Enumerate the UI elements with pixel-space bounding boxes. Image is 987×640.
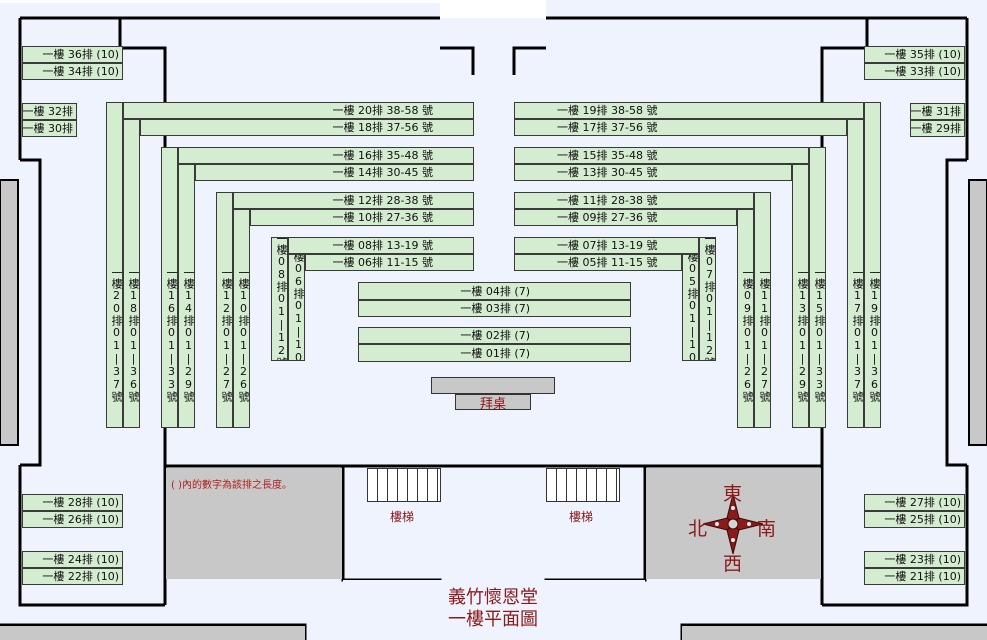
stairs-right [546, 468, 620, 502]
row-25[interactable]: 一樓 25排 (10) [864, 511, 965, 528]
stairs-right-label: 樓梯 [569, 510, 594, 524]
row-20[interactable]: 一樓 20排 38-58 號 [123, 102, 474, 119]
col-07[interactable]: 一樓07排01|12號 [699, 237, 716, 361]
compass-south: 南 [757, 518, 777, 540]
col-20[interactable]: 一樓20排01|37號 [106, 102, 123, 428]
col-09[interactable]: 一樓09排01|26號 [737, 209, 754, 428]
row-08[interactable]: 一樓 08排 13-19 號 [288, 237, 474, 254]
row-15[interactable]: 一樓 15排 35-48 號 [514, 147, 809, 164]
row-34[interactable]: 一樓 34排 (10) [22, 63, 123, 80]
col-16[interactable]: 一樓16排01|33號 [161, 147, 178, 428]
floor-name: 一樓平面圖 [448, 609, 538, 630]
row-14[interactable]: 一樓 14排 30-45 號 [195, 164, 474, 181]
col-11[interactable]: 一樓11排01|27號 [754, 192, 771, 428]
row-35[interactable]: 一樓 35排 (10) [864, 46, 965, 63]
hall-name: 義竹懷恩堂 [448, 587, 538, 608]
row-07[interactable]: 一樓 07排 13-19 號 [514, 237, 699, 254]
compass-east: 東 [723, 483, 743, 505]
col-05[interactable]: 一樓05排01|10號 [682, 254, 699, 361]
legend-note: ( )內的數字為該排之長度。 [171, 480, 292, 491]
row-09[interactable]: 一樓 09排 27-36 號 [514, 209, 737, 226]
stairs-left-label: 樓梯 [390, 510, 415, 524]
row-16[interactable]: 一樓 16排 35-48 號 [178, 147, 474, 164]
row-28[interactable]: 一樓 28排 (10) [22, 494, 123, 511]
col-14[interactable]: 一樓14排01|29號 [178, 164, 195, 428]
row-01[interactable]: 一樓 01排 (7) [358, 344, 631, 362]
row-23[interactable]: 一樓 23排 (10) [864, 551, 965, 568]
row-33[interactable]: 一樓 33排 (10) [864, 63, 965, 80]
row-03[interactable]: 一樓 03排 (7) [358, 300, 631, 317]
row-29[interactable]: 一樓 29排 [910, 120, 965, 137]
stairs-left [367, 468, 441, 502]
col-15[interactable]: 一樓15排01|33號 [809, 147, 826, 428]
col-12[interactable]: 一樓12排01|27號 [216, 192, 233, 428]
altar-table [431, 377, 555, 394]
col-10[interactable]: 一樓10排01|26號 [233, 209, 250, 428]
row-06[interactable]: 一樓 06排 11-15 號 [305, 254, 474, 271]
row-21[interactable]: 一樓 21排 (10) [864, 568, 965, 585]
row-32[interactable]: 一樓 32排 [22, 103, 77, 120]
row-26[interactable]: 一樓 26排 (10) [22, 511, 123, 528]
col-18[interactable]: 一樓18排01|36號 [123, 119, 140, 428]
row-05[interactable]: 一樓 05排 11-15 號 [514, 254, 682, 271]
row-19[interactable]: 一樓 19排 38-58 號 [514, 102, 864, 119]
compass-west: 西 [723, 553, 743, 575]
compass-north: 北 [688, 518, 708, 540]
row-17[interactable]: 一樓 17排 37-56 號 [514, 119, 847, 136]
compass-icon [703, 494, 763, 554]
col-17[interactable]: 一樓17排01|37號 [847, 119, 864, 428]
row-27[interactable]: 一樓 27排 (10) [864, 494, 965, 511]
col-19[interactable]: 一樓19排01|36號 [864, 102, 881, 428]
row-22[interactable]: 一樓 22排 (10) [22, 568, 123, 585]
row-12[interactable]: 一樓 12排 28-38 號 [233, 192, 474, 209]
col-13[interactable]: 一樓13排01|29號 [792, 164, 809, 428]
row-31[interactable]: 一樓 31排 [910, 103, 965, 120]
row-24[interactable]: 一樓 24排 (10) [22, 551, 123, 568]
row-10[interactable]: 一樓 10排 27-36 號 [250, 209, 474, 226]
altar-label: 拜桌 [455, 394, 531, 412]
row-18[interactable]: 一樓 18排 37-56 號 [140, 119, 474, 136]
col-06[interactable]: 一樓06排01|10號 [288, 254, 305, 361]
col-08[interactable]: 一樓08排01|12號 [271, 237, 288, 361]
row-30[interactable]: 一樓 30排 [22, 120, 77, 137]
row-04[interactable]: 一樓 04排 (7) [358, 282, 631, 300]
row-36[interactable]: 一樓 36排 (10) [22, 46, 123, 63]
row-11[interactable]: 一樓 11排 28-38 號 [514, 192, 754, 209]
row-02[interactable]: 一樓 02排 (7) [358, 327, 631, 344]
row-13[interactable]: 一樓 13排 30-45 號 [514, 164, 792, 181]
